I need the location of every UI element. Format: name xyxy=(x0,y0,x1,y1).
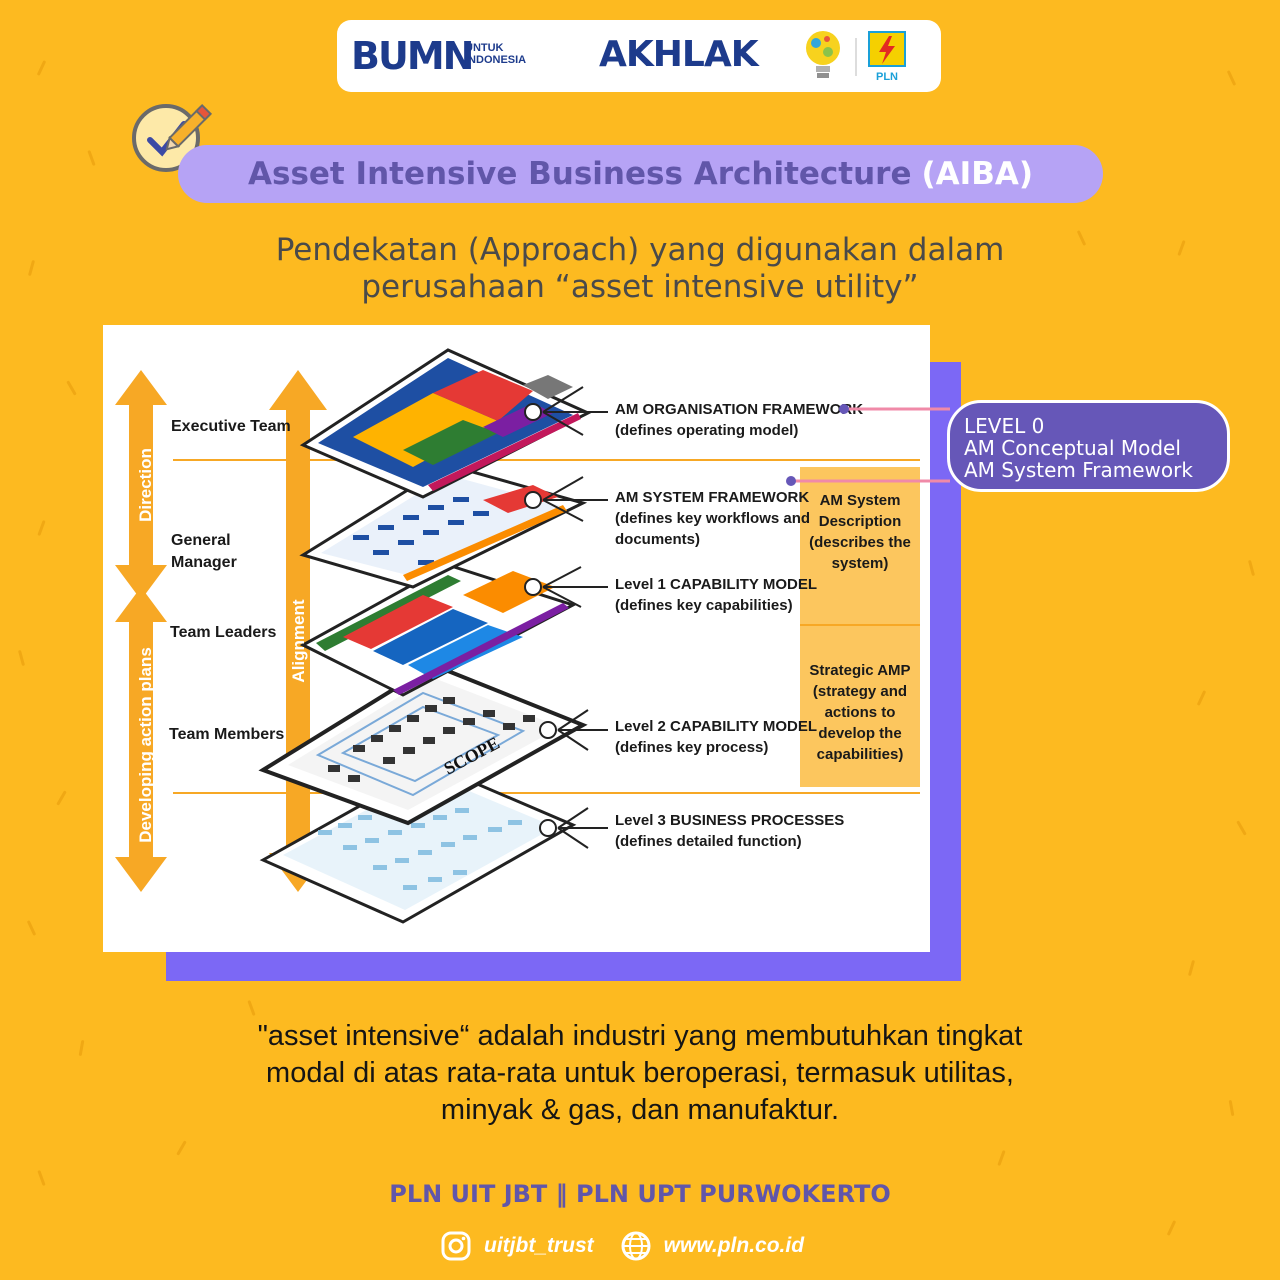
layer-level3 xyxy=(259,763,577,924)
page-title: Asset Intensive Business Architecture(AI… xyxy=(178,145,1103,203)
header-logo-bar: BUMN UNTUK INDONESIA AKHLAK PLN xyxy=(337,20,941,92)
role-team-leaders: Team Leaders xyxy=(170,624,277,641)
diagram-graphics: SCOPE xyxy=(115,348,920,924)
instagram-handle[interactable]: uitjbt_trust xyxy=(484,1234,594,1257)
lightbulb-icon xyxy=(806,31,840,78)
level0-callout: LEVEL 0 AM Conceptual Model AM System Fr… xyxy=(947,400,1230,492)
footer-organization: PLN UIT JBT ‖ PLN UPT PURWOKERTO xyxy=(389,1180,891,1208)
label-level1-capability: Level 1 CAPABILITY MODEL (defines key ca… xyxy=(615,576,817,614)
role-team-members: Team Members xyxy=(169,726,285,743)
label-level2-capability: Level 2 CAPABILITY MODEL (defines key pr… xyxy=(615,718,817,756)
layer-system-framework xyxy=(299,463,588,589)
alignment-arrow xyxy=(269,370,327,892)
layer-level1 xyxy=(299,563,577,697)
alignment-label: Alignment xyxy=(289,599,308,682)
subtitle: Pendekatan (Approach) yang digunakan dal… xyxy=(275,232,1005,305)
role-executive-team: Executive Team xyxy=(171,418,291,435)
label-level3-processes: Level 3 BUSINESS PROCESSES (defines deta… xyxy=(615,812,845,850)
label-org-framework: AM ORGANISATION FRAMEWORK (defines opera… xyxy=(615,401,864,439)
logo-separator xyxy=(855,38,857,76)
instagram-icon xyxy=(441,1231,471,1261)
system-description-box: AM System Description (describes the sys… xyxy=(809,492,911,572)
website-link[interactable]: www.pln.co.id xyxy=(663,1234,805,1257)
developing-label: Developing action plans xyxy=(136,647,155,843)
direction-arrow xyxy=(115,370,167,600)
label-system-framework: AM SYSTEM FRAMEWORK (defines key workflo… xyxy=(615,489,811,548)
role-general-manager: General Manager xyxy=(171,532,237,571)
bumn-logo: BUMN xyxy=(351,34,474,78)
description-text: "asset intensive“ adalah industri yang m… xyxy=(257,1020,1023,1126)
globe-icon xyxy=(621,1231,651,1261)
akhlak-logo: AKHLAK xyxy=(599,34,759,75)
right-orange-panel xyxy=(800,467,920,787)
strategic-amp-box: Strategic AMP (strategy and actions to d… xyxy=(809,662,911,763)
layer-org-framework xyxy=(299,348,592,499)
pln-logo: PLN xyxy=(868,31,906,83)
developing-arrow xyxy=(115,587,167,892)
aiba-diagram: SCOPE xyxy=(103,325,930,952)
pencil-check-icon xyxy=(132,103,213,172)
footer-links: uitjbt_trust www.pln.co.id xyxy=(440,1229,804,1263)
bumn-logo-subtext: UNTUK INDONESIA xyxy=(465,42,527,66)
svg-text:PLN: PLN xyxy=(876,71,898,83)
direction-label: Direction xyxy=(136,448,155,522)
layer-level2: SCOPE xyxy=(258,662,588,826)
